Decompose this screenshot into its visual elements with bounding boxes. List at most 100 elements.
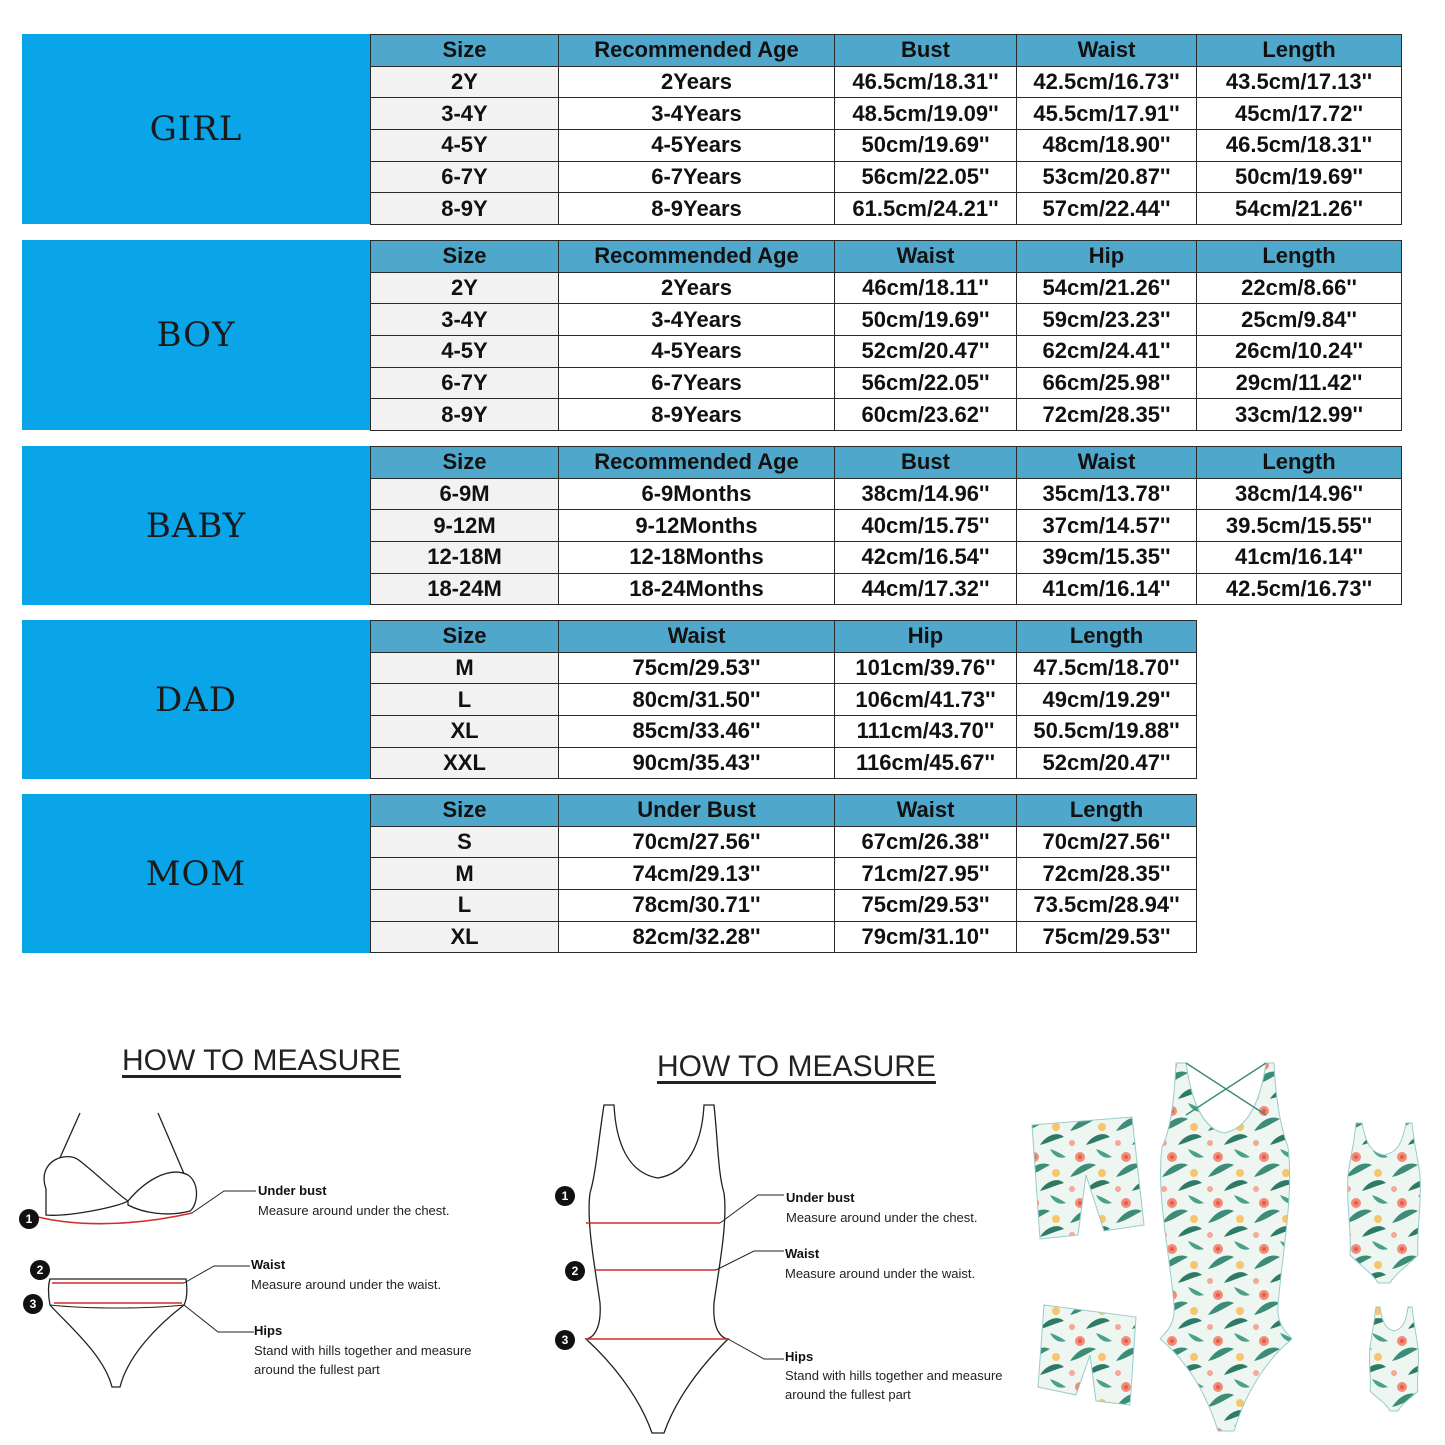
measurement-cell: 25cm/9.84''	[1196, 303, 1402, 337]
column-header: Hip	[834, 620, 1017, 653]
column-header: Size	[370, 446, 559, 479]
measurement-cell: 50cm/19.69''	[834, 129, 1017, 162]
size-cell: XXL	[370, 746, 559, 780]
measurement-cell: 62cm/24.41''	[1016, 335, 1197, 368]
size-category-label: GIRL	[22, 34, 370, 224]
measurement-cell: 66cm/25.98''	[1016, 366, 1197, 400]
measurement-cell: 106cm/41.73''	[834, 683, 1017, 717]
measurement-cell: 52cm/20.47''	[834, 335, 1017, 368]
one-piece-diagram	[584, 1104, 784, 1434]
under-bust-desc-right: Measure around under the chest.	[786, 1210, 978, 1225]
measurement-cell: 38cm/14.96''	[834, 477, 1017, 511]
measurement-cell: 50cm/19.69''	[1196, 160, 1402, 194]
size-cell: 12-18M	[370, 541, 559, 574]
measurement-cell: 70cm/27.56''	[558, 825, 835, 859]
measurement-cell: 6-9Months	[558, 477, 835, 511]
measurement-cell: 90cm/35.43''	[558, 746, 835, 780]
hips-heading-right: Hips	[785, 1349, 814, 1364]
hips-heading-left: Hips	[254, 1323, 283, 1338]
size-cell: 2Y	[370, 65, 559, 99]
under-bust-desc-left: Measure around under the chest.	[258, 1203, 450, 1218]
size-cell: 8-9Y	[370, 398, 559, 432]
measurement-cell: 73.5cm/28.94''	[1016, 889, 1197, 922]
measurement-cell: 8-9Years	[558, 398, 835, 432]
measurement-cell: 41cm/16.14''	[1016, 572, 1197, 606]
size-cell: 3-4Y	[370, 97, 559, 131]
step-3-badge-right: 3	[555, 1330, 575, 1350]
size-category-label: DAD	[22, 620, 370, 779]
column-header: Bust	[834, 34, 1017, 67]
measurement-cell: 59cm/23.23''	[1016, 303, 1197, 337]
size-cell: L	[370, 889, 559, 922]
measurement-cell: 85cm/33.46''	[558, 715, 835, 748]
measurement-cell: 53cm/20.87''	[1016, 160, 1197, 194]
measurement-cell: 48.5cm/19.09''	[834, 97, 1017, 131]
measurement-cell: 50.5cm/19.88''	[1016, 715, 1197, 748]
size-cell: 9-12M	[370, 509, 559, 543]
measurement-cell: 8-9Years	[558, 192, 835, 226]
measurement-cell: 79cm/31.10''	[834, 920, 1017, 954]
measurement-cell: 4-5Years	[558, 335, 835, 368]
measurement-cell: 4-5Years	[558, 129, 835, 162]
column-header: Size	[370, 240, 559, 273]
measurement-cell: 75cm/29.53''	[834, 889, 1017, 922]
measurement-cell: 57cm/22.44''	[1016, 192, 1197, 226]
measurement-cell: 6-7Years	[558, 160, 835, 194]
measurement-cell: 47.5cm/18.70''	[1016, 651, 1197, 685]
hips-desc-left: Stand with hills together and measure ar…	[254, 1343, 472, 1377]
column-header: Hip	[1016, 240, 1197, 273]
measurement-cell: 56cm/22.05''	[834, 366, 1017, 400]
measurement-cell: 2Years	[558, 65, 835, 99]
column-header: Length	[1196, 34, 1402, 67]
measurement-cell: 44cm/17.32''	[834, 572, 1017, 606]
measurement-cell: 41cm/16.14''	[1196, 541, 1402, 574]
measurement-cell: 2Years	[558, 271, 835, 305]
size-category-label: MOM	[22, 794, 370, 953]
measurement-cell: 35cm/13.78''	[1016, 477, 1197, 511]
measurement-cell: 116cm/45.67''	[834, 746, 1017, 780]
bikini-diagram	[37, 1112, 256, 1388]
column-header: Waist	[558, 620, 835, 653]
size-cell: L	[370, 683, 559, 717]
measurement-cell: 42.5cm/16.73''	[1016, 65, 1197, 99]
measurement-cell: 42.5cm/16.73''	[1196, 572, 1402, 606]
step-2-badge-left: 2	[30, 1260, 50, 1280]
waist-desc-right: Measure around under the waist.	[785, 1266, 976, 1281]
column-header: Size	[370, 620, 559, 653]
measurement-cell: 48cm/18.90''	[1016, 129, 1197, 162]
measurement-cell: 50cm/19.69''	[834, 303, 1017, 337]
how-to-measure-title-left: HOW TO MEASURE	[122, 1044, 401, 1077]
size-cell: M	[370, 651, 559, 685]
column-header: Length	[1016, 620, 1197, 653]
measurement-cell: 80cm/31.50''	[558, 683, 835, 717]
measurement-cell: 72cm/28.35''	[1016, 857, 1197, 891]
measurement-cell: 75cm/29.53''	[558, 651, 835, 685]
step-2-badge-right: 2	[565, 1261, 585, 1281]
column-header: Length	[1016, 794, 1197, 827]
measurement-cell: 29cm/11.42''	[1196, 366, 1402, 400]
step-3-badge-left: 3	[23, 1294, 43, 1314]
measurement-cell: 111cm/43.70''	[834, 715, 1017, 748]
measurement-cell: 3-4Years	[558, 303, 835, 337]
measurement-cell: 42cm/16.54''	[834, 541, 1017, 574]
measurement-cell: 72cm/28.35''	[1016, 398, 1197, 432]
measurement-cell: 52cm/20.47''	[1016, 746, 1197, 780]
column-header: Waist	[1016, 34, 1197, 67]
hips-desc-right: Stand with hills together and measure ar…	[785, 1368, 1003, 1402]
measurement-cell: 71cm/27.95''	[834, 857, 1017, 891]
